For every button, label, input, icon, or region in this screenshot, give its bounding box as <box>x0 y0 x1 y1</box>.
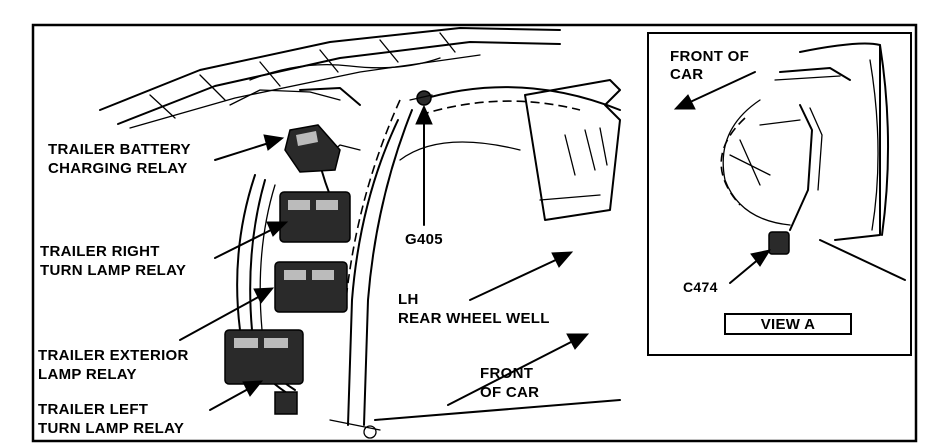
label-wheel-well-2: REAR WHEEL WELL <box>398 310 550 327</box>
arrow-icon <box>415 104 433 226</box>
arrow-icon <box>447 333 590 406</box>
arrow-icon <box>469 251 574 301</box>
arrow-icon <box>214 221 289 259</box>
ground-bolt-icon <box>409 90 433 106</box>
label-trailer-left-1: TRAILER LEFT <box>38 401 148 418</box>
label-trailer-exterior-1: TRAILER EXTERIOR <box>38 347 189 364</box>
label-trailer-left-2: TURN LAMP RELAY <box>38 420 184 437</box>
inset-vehicle-drawing <box>720 42 906 281</box>
label-trailer-right-2: TURN LAMP RELAY <box>40 262 186 279</box>
label-front-1: FRONT <box>480 365 533 382</box>
label-wheel-well-1: LH <box>398 291 419 308</box>
arrow-icon <box>673 71 756 110</box>
label-trailer-right-1: TRAILER RIGHT <box>40 243 160 260</box>
view-caption-box <box>724 313 852 335</box>
vehicle-body-drawing <box>99 27 621 439</box>
arrow-icon <box>214 134 285 161</box>
label-front-2: OF CAR <box>480 384 539 401</box>
label-trailer-battery-2: CHARGING RELAY <box>48 160 188 177</box>
label-c474: C474 <box>683 279 718 295</box>
arrow-icon <box>179 287 275 341</box>
relay-left-turn <box>224 329 304 415</box>
view-caption: VIEW A <box>761 316 816 333</box>
relay-right-turn <box>279 191 351 243</box>
main-frame <box>31 23 918 443</box>
label-inset-front-2: CAR <box>670 66 703 83</box>
connector-icon <box>768 231 790 255</box>
label-trailer-exterior-2: LAMP RELAY <box>38 366 137 383</box>
label-g405: G405 <box>405 231 443 248</box>
relay-exterior-lamp <box>274 261 348 313</box>
label-trailer-battery-1: TRAILER BATTERY <box>48 141 191 158</box>
label-inset-front-1: FRONT OF <box>670 48 749 65</box>
inset-frame <box>647 32 912 356</box>
arrow-icon <box>209 380 264 411</box>
relay-battery-charging <box>284 124 341 173</box>
arrow-icon <box>729 249 772 284</box>
